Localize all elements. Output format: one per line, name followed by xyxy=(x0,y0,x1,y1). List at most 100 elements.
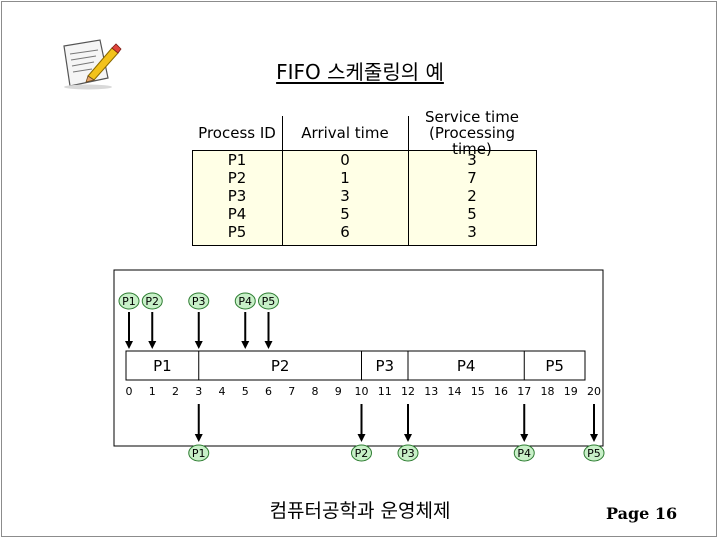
marker-ellipse xyxy=(118,292,140,310)
table-body-fill xyxy=(192,150,536,246)
tick-label: 10 xyxy=(355,385,369,398)
table-cell: 0 xyxy=(340,151,350,169)
tick-label: 9 xyxy=(335,385,342,398)
table-header-divider xyxy=(192,150,536,151)
completion-marker-p1: P1 xyxy=(188,444,210,462)
arrival-marker-p2: P2 xyxy=(141,292,163,310)
column-arrival-times: 0 1 3 5 6 xyxy=(282,151,408,241)
table-cell: 6 xyxy=(340,223,350,241)
table-cell: 3 xyxy=(467,151,477,169)
header-service-line2: (Processing time) xyxy=(429,124,515,158)
completion-markers: P1 P2 P3 P4 P5 xyxy=(188,404,605,462)
header-service-time: Service time (Processing time) xyxy=(408,109,536,157)
marker-label: P5 xyxy=(587,447,601,460)
header-process-id: Process ID xyxy=(198,124,276,142)
marker-label: P2 xyxy=(355,447,369,460)
tick-label: 17 xyxy=(517,385,531,398)
table-cell: P2 xyxy=(227,169,247,187)
table-cell: P3 xyxy=(227,187,247,205)
table-cell: 3 xyxy=(340,187,350,205)
arrival-arrowhead xyxy=(264,341,273,349)
table-left-border xyxy=(192,150,193,246)
marker-label: P1 xyxy=(192,447,206,460)
table-cell: P1 xyxy=(227,151,247,169)
table-cell: 7 xyxy=(467,169,477,187)
marker-label: P3 xyxy=(401,447,415,460)
arrival-arrowhead xyxy=(241,341,250,349)
completion-arrowhead xyxy=(520,434,529,442)
arrival-arrowhead xyxy=(194,341,203,349)
table-right-border xyxy=(536,150,537,246)
arrival-marker-p1: P1 xyxy=(118,292,140,310)
tick-label: 0 xyxy=(126,385,133,398)
tick-label: 2 xyxy=(172,385,179,398)
tick-label: 3 xyxy=(195,385,202,398)
marker-label: P4 xyxy=(517,447,531,460)
notepad-icon xyxy=(63,39,122,90)
tick-label: 1 xyxy=(149,385,156,398)
tick-label: 12 xyxy=(401,385,415,398)
marker-ellipse xyxy=(258,292,279,310)
marker-ellipse xyxy=(188,292,210,310)
marker-ellipse xyxy=(583,444,605,462)
tick-label: 15 xyxy=(471,385,485,398)
arrival-markers: P1 P2 P3 P4 P5 xyxy=(118,292,279,349)
marker-ellipse xyxy=(141,292,163,310)
column-process-ids: P1 P2 P3 P4 P5 xyxy=(192,151,282,241)
arrival-marker-p5: P5 xyxy=(258,292,279,310)
tick-label: 4 xyxy=(219,385,226,398)
completion-marker-p3: P3 xyxy=(397,444,419,462)
arrival-arrowhead xyxy=(125,341,133,349)
tick-label: 7 xyxy=(288,385,295,398)
table-cell: 5 xyxy=(340,205,350,223)
table-cell: P5 xyxy=(227,223,247,241)
tick-label: 11 xyxy=(378,385,392,398)
table-cell: 2 xyxy=(467,187,477,205)
tick-label: 13 xyxy=(424,385,438,398)
tick-label: 14 xyxy=(448,385,462,398)
marker-label: P1 xyxy=(122,295,136,308)
marker-ellipse xyxy=(234,292,256,310)
header-service-line1: Service time xyxy=(424,108,520,126)
table-cell: P4 xyxy=(227,205,247,223)
tick-label: 18 xyxy=(541,385,555,398)
page-number: Page 16 xyxy=(606,504,678,523)
marker-ellipse xyxy=(397,444,419,462)
marker-label: P3 xyxy=(192,295,206,308)
marker-ellipse xyxy=(351,444,372,462)
tick-label: 19 xyxy=(564,385,578,398)
table-column-divider xyxy=(408,116,409,246)
header-arrival-time: Arrival time xyxy=(301,124,389,142)
table-cell: 5 xyxy=(467,205,477,223)
column-service-times: 3 7 2 5 3 xyxy=(408,151,536,241)
table-cell: 3 xyxy=(467,223,477,241)
marker-label: P5 xyxy=(262,295,276,308)
tick-label: 8 xyxy=(312,385,319,398)
table-cell: 1 xyxy=(340,169,350,187)
table-column-divider xyxy=(282,116,283,246)
gantt-segment-p5: P5 xyxy=(545,357,564,375)
tick-label: 5 xyxy=(242,385,249,398)
gantt-segment-p4: P4 xyxy=(457,357,476,375)
marker-ellipse xyxy=(188,444,210,462)
table-bottom-border xyxy=(192,245,536,246)
completion-arrowhead xyxy=(194,434,203,442)
footer-course-label: 컴퓨터공학과 운영체제 xyxy=(269,500,451,522)
gantt-outline xyxy=(125,350,586,381)
tick-label: 16 xyxy=(494,385,508,398)
slide-title: FIFO 스케줄링의 예 xyxy=(276,60,444,84)
completion-marker-p4: P4 xyxy=(513,444,535,462)
arrival-marker-p3: P3 xyxy=(188,292,210,310)
marker-label: P4 xyxy=(238,295,252,308)
marker-ellipse xyxy=(513,444,535,462)
gantt-segment-p3: P3 xyxy=(375,357,394,375)
completion-arrowhead xyxy=(357,434,366,442)
arrival-marker-p4: P4 xyxy=(234,292,256,310)
gantt-segment-p1: P1 xyxy=(153,357,172,375)
tick-label: 20 xyxy=(587,385,601,398)
marker-label: P2 xyxy=(145,295,159,308)
gantt-segment-p2: P2 xyxy=(271,357,290,375)
